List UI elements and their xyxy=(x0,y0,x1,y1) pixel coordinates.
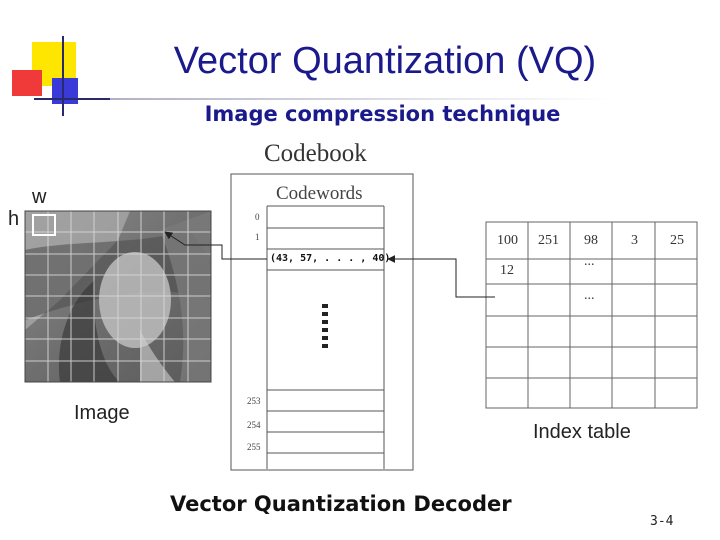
codeword-index-1: 1 xyxy=(255,232,260,242)
image-label: Image xyxy=(74,402,130,424)
slide-subtitle: Image compression technique xyxy=(204,102,561,126)
codewords-header: Codewords xyxy=(276,183,363,204)
codeword-index-254: 254 xyxy=(247,420,261,430)
title-decoration xyxy=(0,0,110,120)
sample-image xyxy=(24,210,212,383)
index-cell-ellipsis: ... xyxy=(584,288,595,303)
index-cell: 25 xyxy=(670,233,684,248)
index-table-label: Index table xyxy=(533,421,631,443)
index-cell: 251 xyxy=(538,233,559,248)
codeword-index-0: 0 xyxy=(255,212,260,222)
index-cell-ellipsis: ... xyxy=(584,254,595,269)
index-table-grid xyxy=(485,221,698,409)
index-to-codeword-arrow xyxy=(387,255,495,298)
selected-codeword: (43, 57, . . . , 40) xyxy=(270,253,391,264)
codeword-index-253: 253 xyxy=(247,396,261,406)
deco-horizontal-line xyxy=(34,98,110,100)
codeword-index-255: 255 xyxy=(247,442,261,452)
index-cell: 98 xyxy=(584,233,598,248)
codeword-to-block-arrow xyxy=(164,231,267,260)
deco-vertical-line xyxy=(62,36,64,116)
title-underline xyxy=(110,98,610,100)
index-cell: 100 xyxy=(497,233,518,248)
deco-red-square xyxy=(12,70,42,96)
decoder-caption: Vector Quantization Decoder xyxy=(170,492,512,516)
index-cell: 12 xyxy=(500,263,514,278)
block-width-label: w xyxy=(32,186,47,208)
block-height-label: h xyxy=(8,208,20,230)
index-cell: 3 xyxy=(631,233,638,248)
slide-title: Vector Quantization (VQ) xyxy=(173,40,597,82)
page-number: 3-4 xyxy=(650,514,674,529)
codebook-title: Codebook xyxy=(264,140,367,167)
